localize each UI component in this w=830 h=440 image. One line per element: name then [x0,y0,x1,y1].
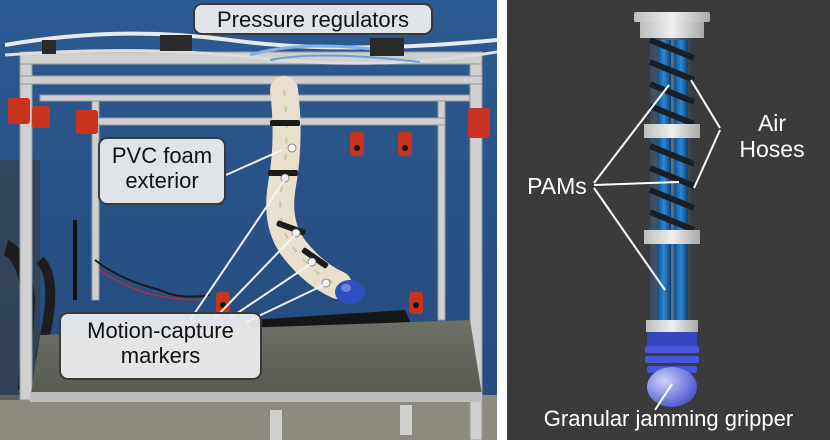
pam-right [674,40,688,340]
floor [0,395,497,440]
segment-ring-1 [644,124,700,138]
gripper-dome [647,367,697,407]
rig-photo-illustration [0,0,497,440]
segment-ring-2 [644,230,700,244]
label-pvc-foam-exterior: PVC foam exterior [98,137,226,205]
soft-robot-arm [266,76,352,299]
segment-ring-3 [646,320,698,332]
top-cap [634,12,710,22]
aluminum-frame [19,51,483,440]
blue-gripper [335,280,365,304]
label-pams: PAMs [527,173,587,199]
cad-render-illustration [593,12,721,411]
label-granular-jamming-gripper: Granular jamming gripper [543,406,794,431]
rig-photo: Pressure regulators PVC foam exterior Mo… [0,0,497,440]
label-motion-capture-markers: Motion-capture markers [59,312,262,380]
label-air-hoses: Air Hoses [739,110,805,163]
air-hoses [648,37,696,233]
cad-render: PAMs Air Hoses Granular jamming gripper [507,0,830,440]
label-pressure-regulators: Pressure regulators [193,3,433,35]
render-leader-lines [593,79,721,411]
